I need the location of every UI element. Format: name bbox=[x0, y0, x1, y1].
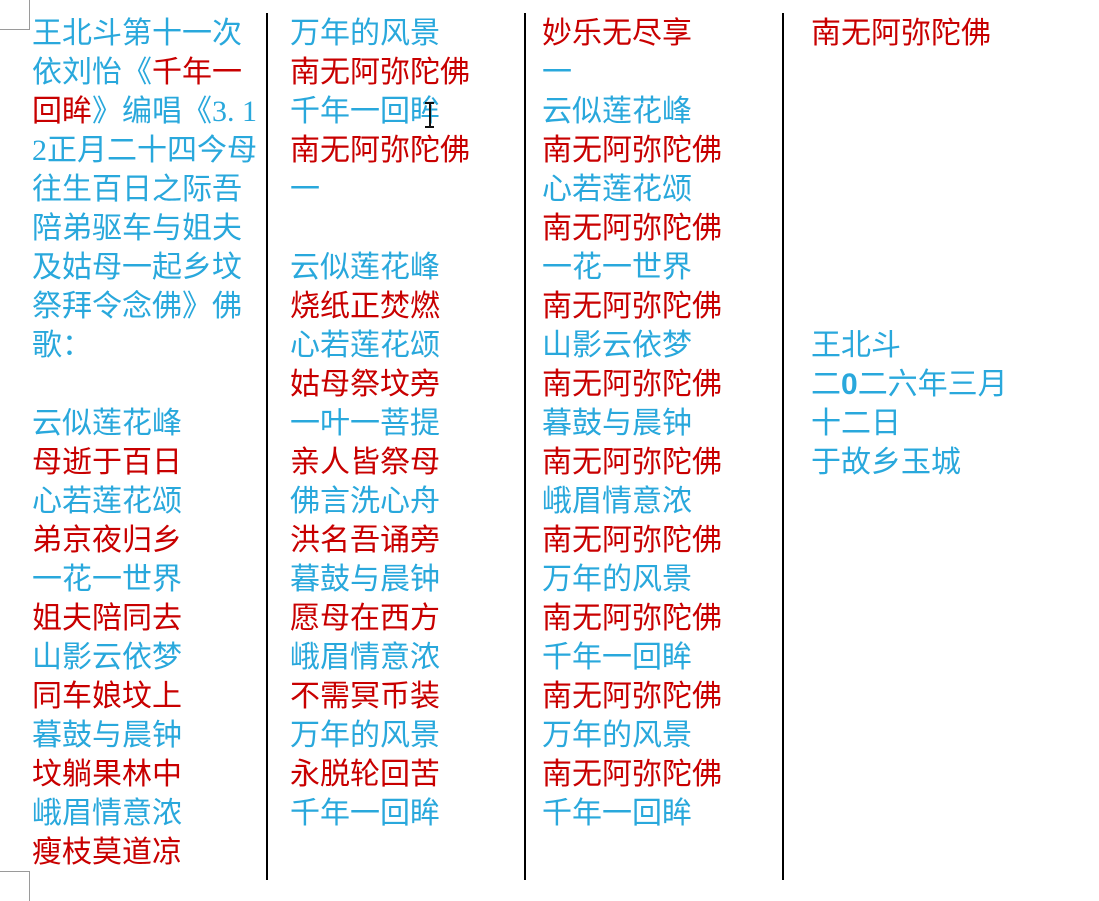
verse-line: 南无阿弥陀佛 bbox=[542, 524, 722, 557]
verse-line: 佛言洗心舟 bbox=[290, 485, 440, 518]
verse-line: 一花一世界 bbox=[542, 251, 692, 284]
verse-line bbox=[811, 92, 1089, 131]
verse-line bbox=[811, 248, 1089, 287]
verse-line: 心若莲花颂 bbox=[290, 329, 440, 362]
verse-line: 南无阿弥陀佛 bbox=[811, 17, 991, 50]
verse-line: 万年的风景 bbox=[542, 719, 692, 752]
verse-line: 十二日 bbox=[811, 407, 901, 440]
verse-line: 弟京夜归乡 bbox=[32, 524, 182, 557]
verse-line bbox=[811, 53, 1089, 92]
verse-line: 南无阿弥陀佛 bbox=[542, 758, 722, 791]
verse-line: 瘦枝莫道凉 bbox=[32, 836, 182, 869]
year-digit: 0 bbox=[841, 368, 858, 401]
column-divider-2 bbox=[524, 13, 526, 880]
text-column-3[interactable]: 妙乐无尽享一云似莲花峰南无阿弥陀佛心若莲花颂南无阿弥陀佛一花一世界南无阿弥陀佛山… bbox=[526, 0, 784, 901]
column-4-lines: 南无阿弥陀佛 王北斗二0二六年三月十二日于故乡玉城 bbox=[811, 14, 1089, 482]
verse-line: 峨眉情意浓 bbox=[32, 797, 182, 830]
verse-line: 一叶一菩提 bbox=[290, 407, 440, 440]
verse-line: 云似莲花峰 bbox=[290, 251, 440, 284]
verse-line: 亲人皆祭母 bbox=[290, 446, 440, 479]
verse-line: 千年一回眸 bbox=[542, 797, 692, 830]
verse-line: 一 bbox=[290, 173, 320, 206]
verse-line: 姐夫陪同去 bbox=[32, 602, 182, 635]
verse-line: 一 bbox=[542, 56, 572, 89]
verse-line: 万年的风景 bbox=[290, 719, 440, 752]
verse-line: 千年一回眸 bbox=[290, 95, 440, 128]
verse-line bbox=[811, 170, 1089, 209]
verse-line: 山影云依梦 bbox=[542, 329, 692, 362]
verse-line: 万年的风景 bbox=[290, 17, 440, 50]
verse-line: 南无阿弥陀佛 bbox=[542, 680, 722, 713]
verse-line: 山影云依梦 bbox=[32, 641, 182, 674]
verse-line: 心若莲花颂 bbox=[32, 485, 182, 518]
verse-line: 南无阿弥陀佛 bbox=[542, 602, 722, 635]
verse-line: 暮鼓与晨钟 bbox=[290, 563, 440, 596]
verse-line bbox=[811, 131, 1089, 170]
verse-line: 王北斗 bbox=[811, 329, 901, 362]
page-margin-mark-bottom-left bbox=[0, 871, 30, 901]
verse-line: 暮鼓与晨钟 bbox=[542, 407, 692, 440]
column-divider-1 bbox=[266, 13, 268, 880]
verse-line: 峨眉情意浓 bbox=[290, 641, 440, 674]
verse-line: 二0二六年三月 bbox=[811, 368, 1008, 401]
verse-line: 云似莲花峰 bbox=[542, 95, 692, 128]
verse-line: 同车娘坟上 bbox=[32, 680, 182, 713]
verse-line: 千年一回眸 bbox=[290, 797, 440, 830]
verse-line: 坟躺果林中 bbox=[32, 758, 182, 791]
verse-line bbox=[811, 287, 1089, 326]
verse-line: 南无阿弥陀佛 bbox=[542, 290, 722, 323]
verse-line: 峨眉情意浓 bbox=[542, 485, 692, 518]
column-2-lines: 万年的风景南无阿弥陀佛千年一回眸南无阿弥陀佛一 云似莲花峰烧纸正焚燃心若莲花颂姑… bbox=[290, 14, 516, 833]
verse-line: 永脱轮回苦 bbox=[290, 758, 440, 791]
verse-line: 南无阿弥陀佛 bbox=[542, 212, 722, 245]
verse-line: 于故乡玉城 bbox=[811, 446, 961, 479]
verse-line: 南无阿弥陀佛 bbox=[542, 368, 722, 401]
verse-line: 南无阿弥陀佛 bbox=[542, 446, 722, 479]
verse-line: 南无阿弥陀佛 bbox=[290, 56, 470, 89]
song-heading: 王北斗第十一次依刘怡《千年一回眸》编唱《3. 12正月二十四今母往生百日之际吾陪… bbox=[32, 14, 264, 365]
verse-line bbox=[32, 365, 258, 404]
verse-line: 暮鼓与晨钟 bbox=[32, 719, 182, 752]
column-3-lines: 妙乐无尽享一云似莲花峰南无阿弥陀佛心若莲花颂南无阿弥陀佛一花一世界南无阿弥陀佛山… bbox=[542, 14, 774, 833]
text-column-1[interactable]: 王北斗第十一次依刘怡《千年一回眸》编唱《3. 12正月二十四今母往生百日之际吾陪… bbox=[0, 0, 268, 901]
verse-line: 姑母祭坟旁 bbox=[290, 368, 440, 401]
verse-line: 洪名吾诵旁 bbox=[290, 524, 440, 557]
column-1-lines: 云似莲花峰母逝于百日心若莲花颂弟京夜归乡一花一世界姐夫陪同去山影云依梦同车娘坟上… bbox=[32, 365, 258, 872]
heading-highlight: 千年一回眸 bbox=[32, 56, 242, 128]
text-column-2[interactable]: 万年的风景南无阿弥陀佛千年一回眸南无阿弥陀佛一 云似莲花峰烧纸正焚燃心若莲花颂姑… bbox=[268, 0, 526, 901]
text-column-4[interactable]: 南无阿弥陀佛 王北斗二0二六年三月十二日于故乡玉城 bbox=[784, 0, 1099, 901]
verse-line: 南无阿弥陀佛 bbox=[542, 134, 722, 167]
verse-line: 烧纸正焚燃 bbox=[290, 290, 440, 323]
page-margin-mark-top-left bbox=[0, 0, 30, 30]
verse-line: 南无阿弥陀佛 bbox=[290, 134, 470, 167]
heading-prefix: 王北斗第十一次依刘怡《 bbox=[32, 17, 242, 89]
heading-suffix: 》编唱《3. 12正月二十四今母往生百日之际吾陪弟驱车与姐夫及姑母一起乡坟祭拜令… bbox=[32, 95, 257, 362]
verse-line bbox=[811, 209, 1089, 248]
verse-line: 云似莲花峰 bbox=[32, 407, 182, 440]
verse-line: 千年一回眸 bbox=[542, 641, 692, 674]
verse-line: 妙乐无尽享 bbox=[542, 17, 692, 50]
verse-line: 不需冥币装 bbox=[290, 680, 440, 713]
verse-line bbox=[290, 209, 516, 248]
column-divider-3 bbox=[782, 13, 784, 880]
verse-line: 一花一世界 bbox=[32, 563, 182, 596]
verse-line: 母逝于百日 bbox=[32, 446, 182, 479]
verse-line: 万年的风景 bbox=[542, 563, 692, 596]
verse-line: 愿母在西方 bbox=[290, 602, 440, 635]
verse-line: 心若莲花颂 bbox=[542, 173, 692, 206]
